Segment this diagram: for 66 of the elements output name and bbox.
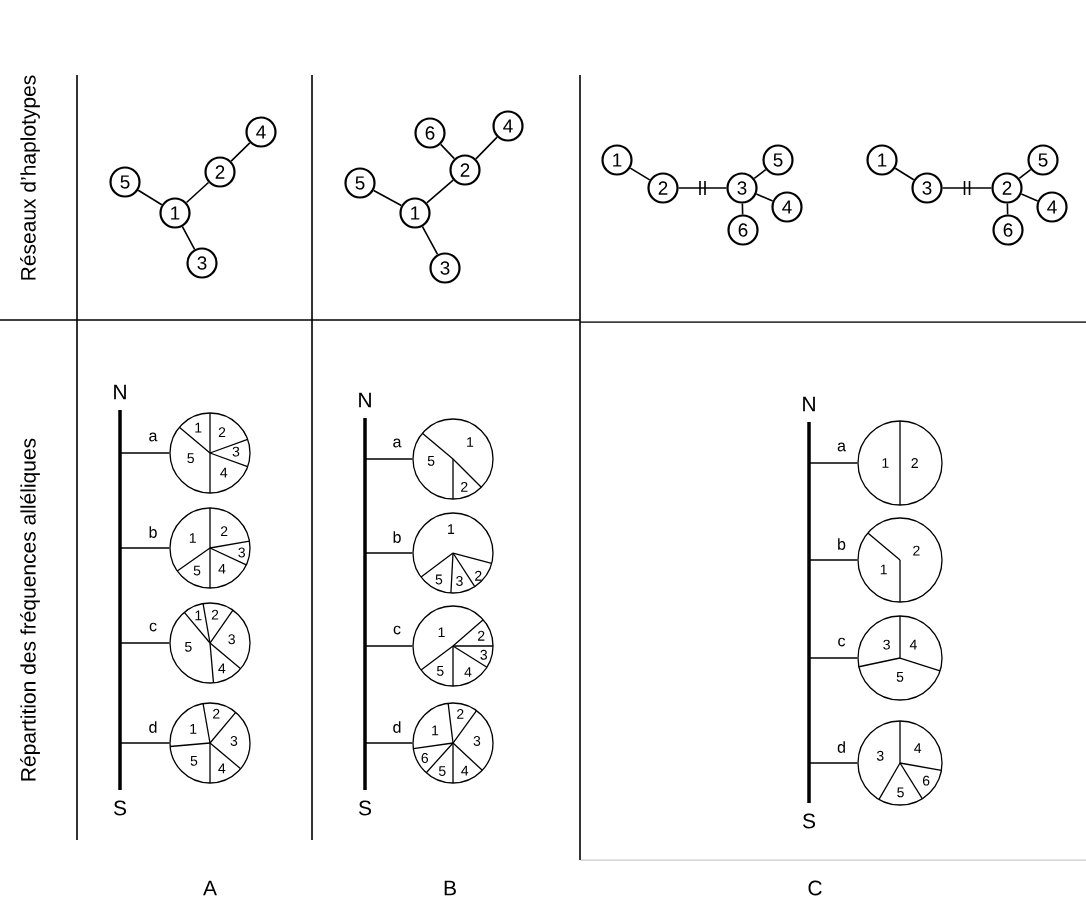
column-label: B [444, 880, 456, 896]
network-link [1018, 168, 1032, 180]
pie-chart: 1 2 3 5 4 [169, 412, 251, 494]
network-link [475, 136, 498, 160]
edge-label: d [391, 720, 403, 734]
connector-line [364, 458, 414, 460]
pie-chart: 2 1 3 6 5 4 [412, 702, 494, 784]
network-link [421, 225, 439, 256]
panel-heading: Répartition des fréquences alléliques [20, 438, 40, 781]
edge-label: d [836, 740, 847, 754]
connector-line [364, 742, 414, 744]
edge-label: b [836, 537, 847, 551]
pie-chart: 2 1 3 5 4 [169, 507, 251, 589]
edge-label: b [391, 530, 403, 544]
column-label: A [203, 880, 217, 896]
network-link [439, 143, 456, 160]
network-link [741, 202, 744, 216]
connector-line [119, 642, 171, 644]
network-link [629, 167, 651, 181]
edge-label: a [147, 431, 159, 443]
connector-line [808, 657, 859, 659]
network-link [1006, 202, 1009, 216]
pie-chart: 1 2 3 5 4 [169, 602, 251, 684]
network-link [137, 189, 163, 206]
network-link [894, 167, 915, 181]
network-link [1020, 193, 1039, 202]
network-link [372, 189, 403, 207]
connector-line [119, 742, 171, 744]
connector-line [808, 559, 859, 561]
network-link [755, 193, 774, 202]
panel-heading: Réseaux d’haplotypes [20, 75, 40, 280]
network-link [230, 142, 251, 162]
compass-label: S [358, 800, 372, 816]
edge-label: c [148, 621, 158, 633]
connector-line [364, 552, 414, 554]
pie-chart: 1 2 3 5 4 [412, 605, 494, 687]
compass-label: S [802, 813, 816, 829]
pie-chart: 1 5 2 [412, 418, 494, 500]
compass-label: N [359, 392, 371, 408]
pie-chart: 2 1 3 5 4 [169, 702, 251, 784]
edge-label: c [836, 636, 847, 648]
pie-chart: 4 3 6 5 [857, 720, 943, 806]
column-label: C [808, 880, 822, 896]
compass-label: S [113, 800, 127, 816]
edge-label: c [392, 624, 402, 636]
compass-label: N [114, 384, 126, 400]
edge-label: d [147, 720, 159, 734]
connector-line [119, 547, 171, 549]
pie-chart: 2 1 [857, 517, 943, 603]
connector-line [364, 645, 414, 647]
connector-line [808, 762, 859, 764]
pie-chart: 1 2 [857, 420, 943, 506]
network-link [426, 179, 454, 204]
compass-label: N [803, 396, 815, 412]
connector-line [119, 452, 171, 454]
edge-label: a [391, 437, 403, 449]
network-link [753, 168, 767, 180]
network-link [677, 180, 728, 196]
pie-chart: 1 5 3 2 [412, 512, 494, 594]
edge-label: a [836, 441, 847, 453]
network-link [941, 180, 993, 196]
pie-chart: 3 4 5 [857, 615, 943, 701]
network-link [181, 225, 196, 251]
network-link [185, 181, 210, 204]
edge-label: b [147, 525, 159, 539]
connector-line [808, 462, 859, 464]
